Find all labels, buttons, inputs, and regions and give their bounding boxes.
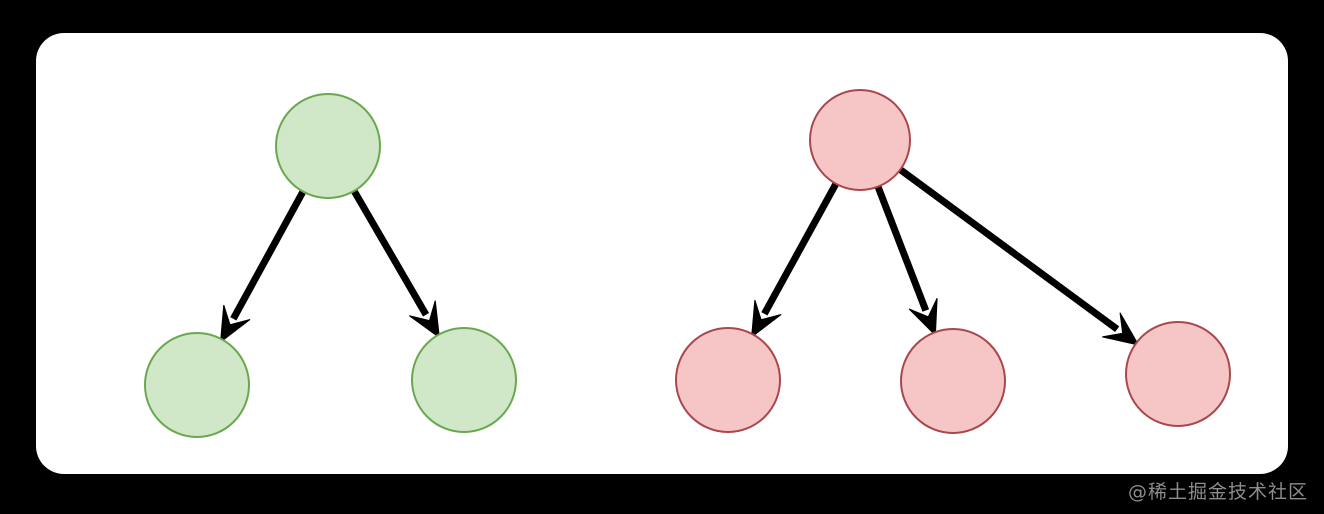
graph-node[interactable] [411, 327, 517, 433]
edge-arrowhead-icon [1102, 312, 1140, 346]
graph-edge [350, 187, 441, 339]
edge-arrowhead-icon [908, 297, 938, 337]
graph-node[interactable] [900, 328, 1006, 434]
node-circle[interactable] [144, 332, 250, 438]
edge-line [896, 165, 1120, 333]
node-circle[interactable] [1125, 321, 1231, 427]
node-circle[interactable] [411, 327, 517, 433]
node-circle[interactable] [900, 328, 1006, 434]
edge-line [230, 188, 308, 321]
node-circle[interactable] [275, 93, 381, 199]
edge-layer [219, 165, 1140, 346]
graph-node[interactable] [275, 93, 381, 199]
graph-edge [874, 183, 938, 337]
graph-edge [896, 165, 1140, 346]
node-circle[interactable] [675, 327, 781, 433]
node-circle[interactable] [809, 89, 911, 191]
node-layer [144, 89, 1231, 438]
graph-node[interactable] [809, 89, 911, 191]
edge-line [761, 180, 840, 316]
graph-node[interactable] [675, 327, 781, 433]
edge-arrowhead-icon [409, 300, 441, 339]
edge-arrowhead-icon [219, 304, 251, 344]
graph-node[interactable] [1125, 321, 1231, 427]
graph-edge [751, 180, 840, 339]
edge-arrowhead-icon [751, 299, 782, 339]
watermark-text: @稀土掘金技术社区 [1127, 481, 1308, 503]
edge-line [874, 183, 930, 312]
edge-line [350, 187, 430, 317]
graph-node[interactable] [144, 332, 250, 438]
graph-edge [219, 188, 308, 344]
